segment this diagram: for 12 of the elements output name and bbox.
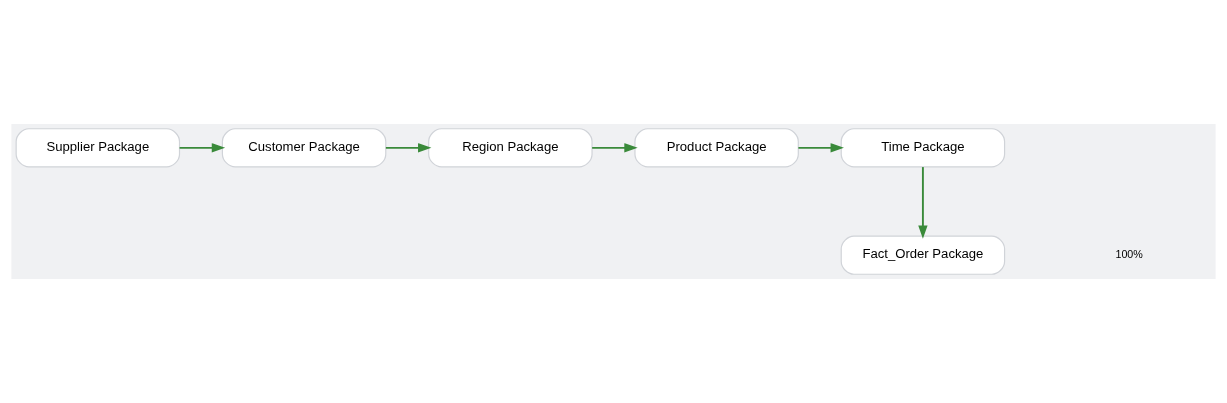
arrow (591, 143, 638, 153)
node-box: Product Package (634, 128, 799, 168)
node-box: Time Package (840, 128, 1006, 168)
node-box: Region Package (428, 128, 593, 168)
node-box: Fact_Order Package (840, 235, 1006, 275)
arrow (384, 143, 432, 153)
node-box: Customer Package (221, 128, 387, 168)
arrow (178, 143, 226, 153)
label: 100% (1115, 247, 1143, 260)
arrow (918, 166, 928, 239)
node-box: Supplier Package (15, 128, 181, 168)
arrow (797, 143, 844, 153)
